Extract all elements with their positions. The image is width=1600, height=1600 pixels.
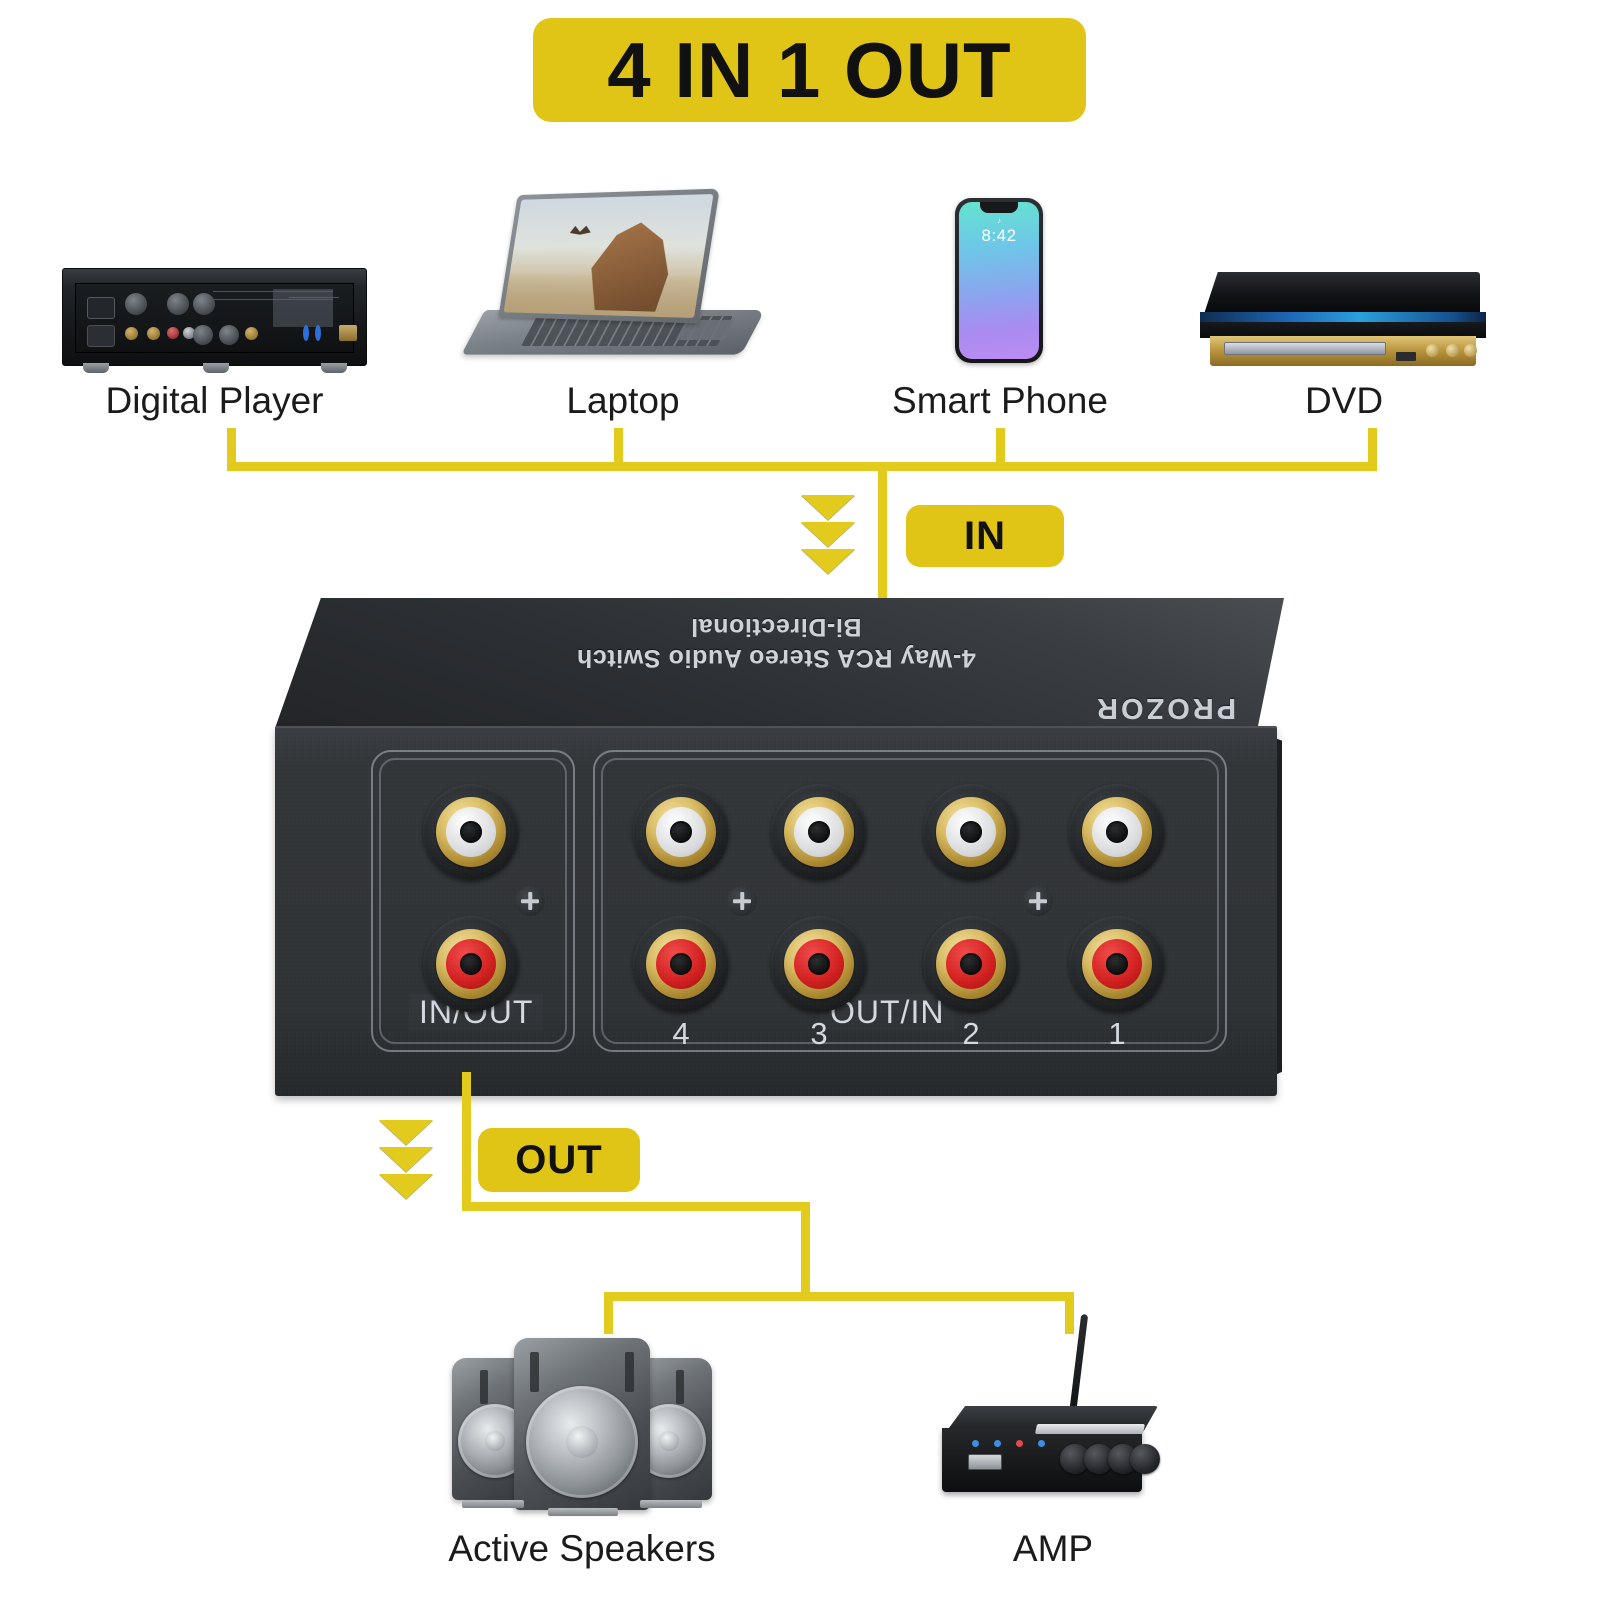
jack-1-red[interactable] (1069, 916, 1165, 1012)
amplifier-icon (932, 1300, 1180, 1515)
wire-out-drop (462, 1072, 471, 1210)
smartphone-icon: ♪ 8:42 (955, 198, 1043, 363)
device-top-face: 4-Way RCA Stereo Audio Switch Bi-Directi… (268, 598, 1284, 728)
screw-icon-left (515, 886, 545, 916)
device-front-panel: IN/OUT OUT/IN 4 (275, 726, 1277, 1096)
in-chevron-arrows (801, 495, 855, 574)
device-top-label: 4-Way RCA Stereo Audio Switch Bi-Directi… (268, 612, 1284, 672)
phone-clock: 8:42 (959, 226, 1039, 246)
output-label-active-speakers: Active Speakers (432, 1528, 732, 1570)
title-text: 4 IN 1 OUT (607, 25, 1011, 116)
wire-out-horizontal (462, 1202, 810, 1211)
jack-4-red[interactable] (633, 916, 729, 1012)
source-label-smart-phone: Smart Phone (855, 380, 1145, 422)
screw-icon-middle (727, 886, 757, 916)
out-badge-text: OUT (515, 1138, 602, 1183)
jack-3-white[interactable] (771, 784, 867, 880)
device-model-line: 4-Way RCA Stereo Audio Switch (268, 643, 1284, 672)
source-label-laptop: Laptop (478, 380, 768, 422)
jack-in-out-white[interactable] (423, 784, 519, 880)
screw-icon-right (1023, 886, 1053, 916)
jack-2-white[interactable] (923, 784, 1019, 880)
in-badge-text: IN (964, 514, 1006, 559)
title-badge: 4 IN 1 OUT (533, 18, 1086, 122)
wire-input-bus (227, 462, 1377, 471)
channel-number-2: 2 (948, 1016, 994, 1052)
laptop-icon (485, 192, 765, 357)
phone-status-glyph: ♪ (997, 216, 1001, 225)
source-label-digital-player: Digital Player (62, 380, 367, 422)
jack-2-red[interactable] (923, 916, 1019, 1012)
jack-3-red[interactable] (771, 916, 867, 1012)
channel-number-3: 3 (796, 1016, 842, 1052)
digital-player-icon (62, 268, 367, 366)
jack-in-out-red[interactable] (423, 916, 519, 1012)
rca-audio-switch-device: 4-Way RCA Stereo Audio Switch Bi-Directi… (268, 598, 1284, 1096)
out-badge: OUT (478, 1128, 640, 1192)
device-feature-line: Bi-Directional (268, 612, 1284, 641)
output-label-amp: AMP (928, 1528, 1178, 1570)
channel-number-4: 4 (658, 1016, 704, 1052)
dvd-player-icon (1200, 272, 1488, 368)
speakers-icon (452, 1300, 712, 1515)
in-badge: IN (906, 505, 1064, 567)
jack-4-white[interactable] (633, 784, 729, 880)
wire-out-down (801, 1202, 810, 1300)
device-brand-logo: PROZOR (1094, 691, 1236, 724)
source-label-dvd: DVD (1200, 380, 1488, 422)
out-chevron-arrows (379, 1120, 433, 1199)
channel-number-1: 1 (1094, 1016, 1140, 1052)
jack-1-white[interactable] (1069, 784, 1165, 880)
